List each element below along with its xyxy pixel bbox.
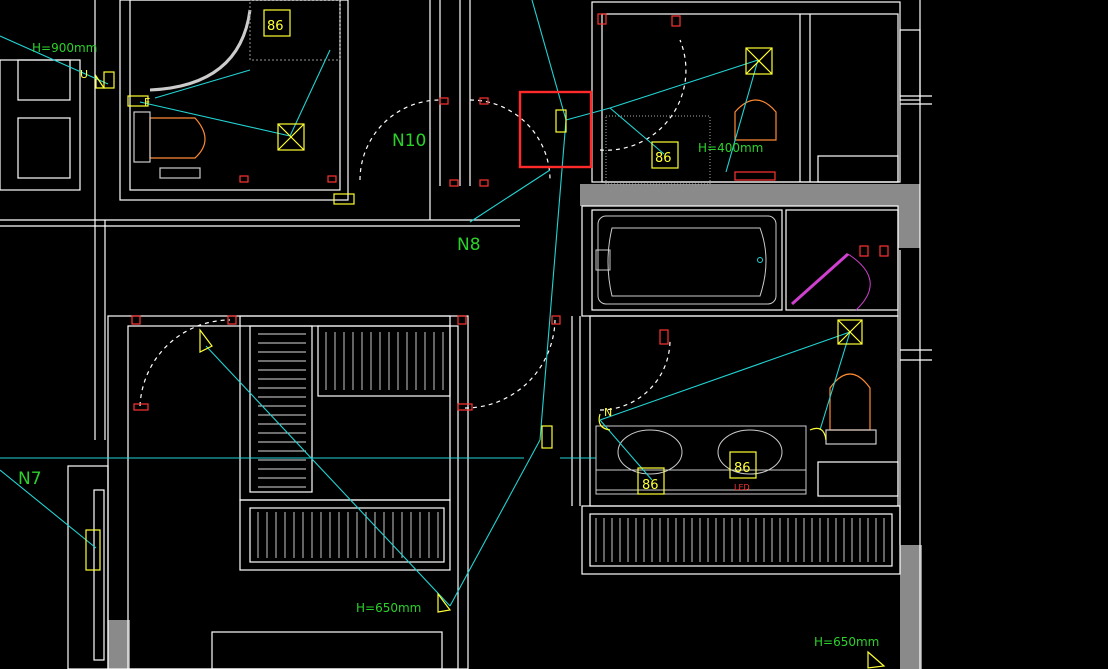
height-label-650-left: H=650mm xyxy=(356,601,421,615)
walls xyxy=(0,0,932,669)
box-86-basin-right: 86 xyxy=(734,461,751,476)
fixture-label-u: U xyxy=(80,68,88,81)
height-label-900: H=900mm xyxy=(32,41,97,55)
floor-slab-hatch xyxy=(108,184,922,669)
fixture-label-led: LED xyxy=(734,483,750,492)
bathtub xyxy=(595,215,777,305)
annotations: N10 N8 N7 H=900mm H=400mm H=650mm H=650m… xyxy=(18,19,879,649)
box-86-top-left: 86 xyxy=(267,19,284,34)
room-label-n7: N7 xyxy=(18,469,42,489)
room-label-n10: N10 xyxy=(392,131,426,151)
height-label-650-right: H=650mm xyxy=(814,635,879,649)
electrical-fixtures xyxy=(85,9,886,669)
doors xyxy=(131,13,889,411)
wiring-lines xyxy=(0,0,851,607)
fixture-label-n: N xyxy=(604,406,612,419)
box-86-top-right: 86 xyxy=(655,151,672,166)
box-86-basin-left: 86 xyxy=(642,478,659,493)
room-label-n8: N8 xyxy=(457,235,481,255)
wardrobe-hangers xyxy=(257,332,885,562)
shower-enclosures xyxy=(149,0,871,311)
fixture-label-f: F xyxy=(144,96,150,109)
wash-basins xyxy=(595,425,807,495)
selection-highlight-box[interactable] xyxy=(518,90,593,169)
height-label-400: H=400mm xyxy=(698,141,763,155)
